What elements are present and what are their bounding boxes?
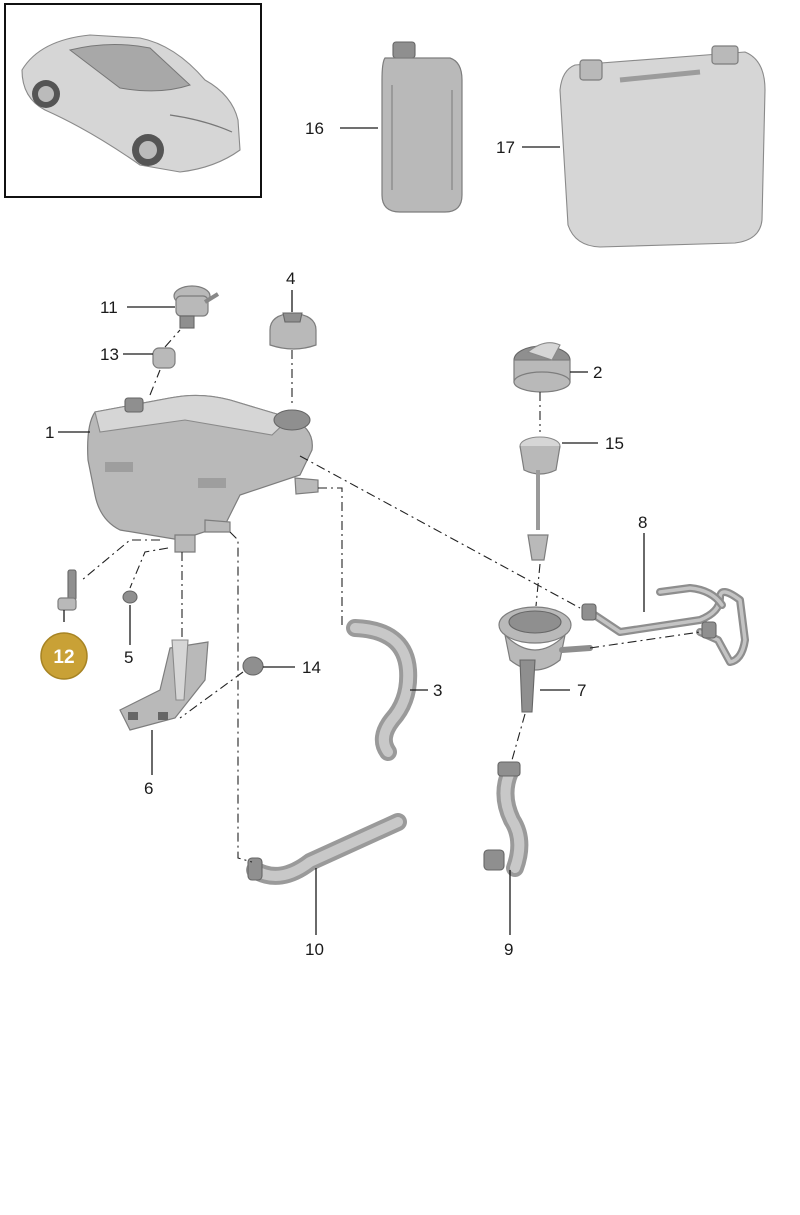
callout-11[interactable]: 11 — [100, 298, 118, 317]
callout-12[interactable]: 12 — [53, 647, 74, 668]
part-8-pipe-assembly[interactable] — [581, 584, 749, 666]
callout-labels: 1 2 3 4 5 6 7 8 9 10 11 13 14 15 16 17 — [45, 119, 647, 959]
callout-13[interactable]: 13 — [100, 345, 119, 364]
assembly-lines — [81, 329, 701, 863]
part-12-level-sensor[interactable] — [57, 569, 77, 611]
part-1-expansion-tank[interactable] — [87, 394, 319, 553]
part-17-canister[interactable] — [559, 45, 766, 248]
part-4-cap[interactable] — [269, 312, 317, 350]
part-16-oil-bottle[interactable] — [381, 41, 463, 213]
callout-15[interactable]: 15 — [605, 434, 624, 453]
vehicle-thumbnail[interactable] — [4, 3, 262, 198]
part-2-filler-cap[interactable] — [513, 342, 571, 393]
part-5-washer[interactable] — [122, 590, 138, 604]
callout-16[interactable]: 16 — [305, 119, 324, 138]
part-6-bracket[interactable] — [119, 639, 209, 731]
callout-14[interactable]: 14 — [302, 658, 321, 677]
callout-17[interactable]: 17 — [496, 138, 515, 157]
callout-6[interactable]: 6 — [144, 779, 153, 798]
leader-lines — [58, 127, 645, 935]
part-3-hose[interactable] — [346, 619, 418, 761]
highlight-badge — [40, 632, 88, 680]
part-15-strainer[interactable] — [519, 436, 561, 561]
callout-8[interactable]: 8 — [638, 513, 647, 532]
part-13-grommet[interactable] — [152, 347, 176, 369]
part-14-grommet[interactable] — [242, 656, 264, 676]
part-10-hose[interactable] — [246, 813, 407, 885]
callout-7[interactable]: 7 — [577, 681, 586, 700]
callout-1[interactable]: 1 — [45, 423, 54, 442]
callout-9[interactable]: 9 — [504, 940, 513, 959]
callout-3[interactable]: 3 — [433, 681, 442, 700]
callout-12-highlight[interactable]: 12 — [40, 632, 88, 680]
part-11-sensor[interactable] — [173, 285, 220, 329]
part-9-hose[interactable] — [483, 761, 529, 877]
part-7-filler-neck[interactable] — [498, 606, 593, 713]
callout-2[interactable]: 2 — [593, 363, 602, 382]
callout-5[interactable]: 5 — [124, 648, 133, 667]
car-icon — [21, 34, 241, 173]
callout-10[interactable]: 10 — [305, 940, 324, 959]
callout-4[interactable]: 4 — [286, 269, 295, 288]
